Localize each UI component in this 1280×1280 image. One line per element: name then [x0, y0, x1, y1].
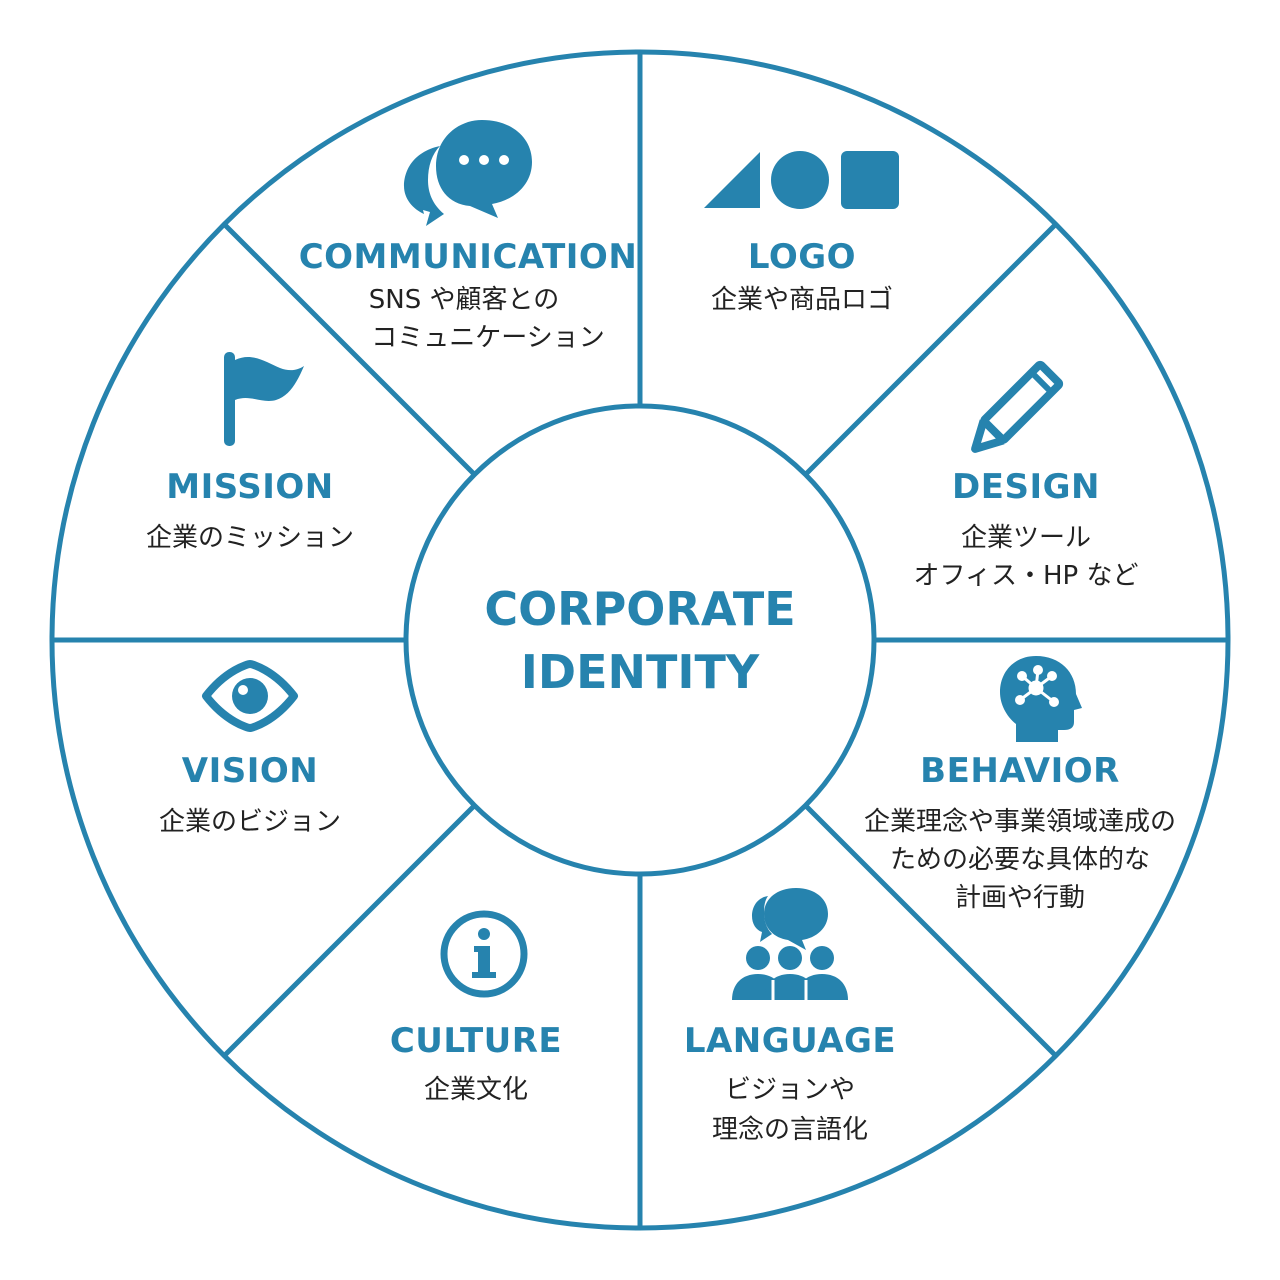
segment-logo: LOGO 企業や商品ロゴ	[704, 151, 899, 315]
center-circle	[403, 403, 877, 877]
segment-mission: MISSION 企業のミッション	[146, 352, 354, 553]
segment-desc-line: オフィス・HP など	[914, 561, 1139, 591]
segment-culture: CULTURE 企業文化	[390, 910, 562, 1105]
center-title-line2: IDENTITY	[521, 645, 760, 699]
segment-title: MISSION	[166, 467, 333, 507]
segment-communication: COMMUNICATION SNS や顧客との コミュニケーション	[299, 120, 638, 353]
segment-desc-line: ビジョンや	[725, 1075, 855, 1105]
segment-title: COMMUNICATION	[299, 237, 638, 277]
segment-title: LOGO	[748, 237, 856, 277]
segment-design: DESIGN 企業ツール オフィス・HP など	[914, 360, 1139, 591]
segment-desc-line: 理念の言語化	[712, 1115, 868, 1145]
segment-title: BEHAVIOR	[920, 751, 1120, 791]
segment-dividers	[52, 52, 1228, 1228]
segment-desc-line: ための必要な具体的な	[890, 845, 1150, 875]
divider-bottom-right	[803, 803, 1058, 1058]
segment-desc-line: 企業文化	[424, 1075, 528, 1105]
segment-desc-line: 企業や商品ロゴ	[711, 285, 893, 315]
shapes-icon	[704, 151, 899, 209]
speech-bubbles-icon	[404, 120, 532, 226]
segment-desc-line: 計画や行動	[955, 883, 1085, 913]
divider-top-left	[222, 222, 477, 477]
pencil-icon	[971, 360, 1064, 453]
flag-icon	[224, 352, 304, 446]
segment-vision: VISION 企業のビジョン	[159, 660, 341, 837]
segment-title: VISION	[182, 751, 318, 791]
segment-behavior: BEHAVIOR 企業理念や事業領域達成の ための必要な具体的な 計画や行動	[864, 656, 1176, 913]
segment-title: DESIGN	[952, 467, 1100, 507]
divider-bottom-left	[222, 803, 477, 1058]
info-icon	[440, 910, 528, 998]
segment-desc-line: 企業のビジョン	[159, 807, 341, 837]
head-network-icon	[1000, 656, 1082, 742]
segment-desc-line: 企業ツール	[961, 523, 1091, 553]
group-talk-icon	[732, 888, 848, 1000]
segment-title: LANGUAGE	[684, 1021, 896, 1061]
segment-desc-line: コミュニケーション	[371, 323, 604, 353]
segment-desc-line: 企業理念や事業領域達成の	[864, 807, 1176, 837]
segment-desc-line: SNS や顧客との	[369, 285, 559, 315]
divider-top-right	[803, 222, 1058, 477]
segment-title: CULTURE	[390, 1021, 562, 1061]
segment-desc-line: 企業のミッション	[146, 523, 354, 553]
segment-language: LANGUAGE ビジョンや 理念の言語化	[684, 888, 896, 1145]
eye-icon	[202, 660, 298, 732]
center-title-line1: CORPORATE	[484, 582, 795, 636]
